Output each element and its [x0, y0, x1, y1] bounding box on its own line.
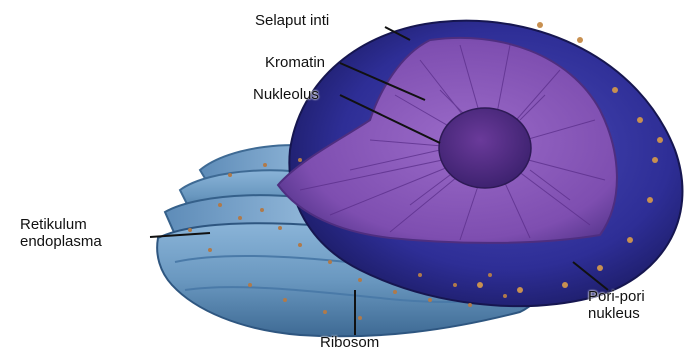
label-retikulum-endoplasma: Retikulum endoplasma [20, 216, 102, 250]
label-pori-line1: Pori-pori [588, 288, 645, 305]
label-pori-line2: nukleus [588, 305, 645, 322]
label-retikulum-line1: Retikulum [20, 216, 102, 233]
nucleolus [439, 108, 531, 188]
label-selaput-inti: Selaput inti [255, 12, 329, 29]
label-kromatin: Kromatin [265, 54, 325, 71]
label-pori-pori-nukleus: Pori-pori nukleus [588, 288, 645, 322]
label-ribosom: Ribosom [320, 334, 379, 351]
label-nukleolus: Nukleolus [253, 86, 319, 103]
label-retikulum-line2: endoplasma [20, 233, 102, 250]
